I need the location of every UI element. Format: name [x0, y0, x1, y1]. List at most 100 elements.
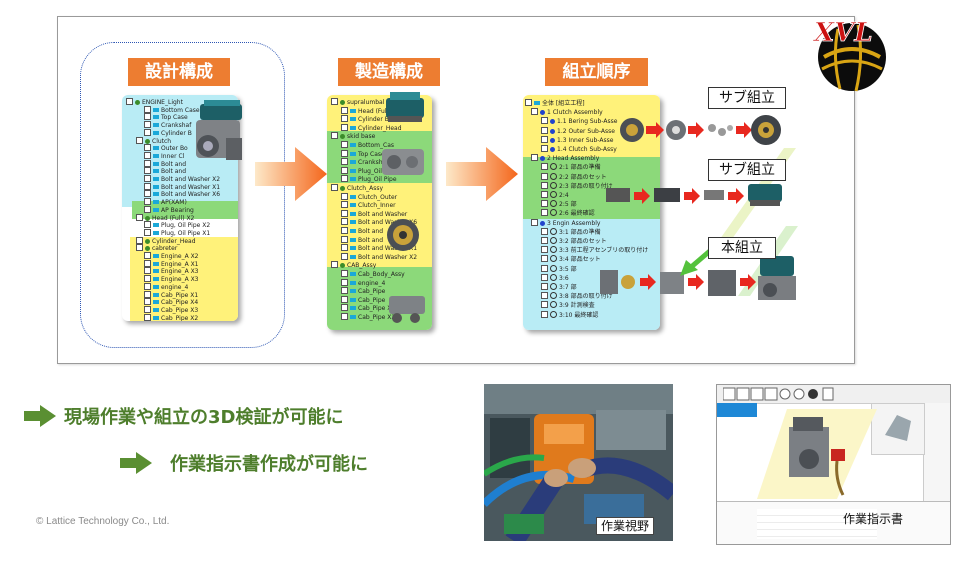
tree-item[interactable]: 3:6: [541, 273, 569, 282]
checkbox-icon[interactable]: [144, 275, 151, 283]
checkbox-icon[interactable]: [541, 292, 548, 300]
checkbox-icon[interactable]: [341, 209, 348, 217]
checkbox-icon[interactable]: [541, 145, 548, 152]
checkbox-icon[interactable]: [341, 287, 348, 295]
checkbox-icon[interactable]: [144, 252, 151, 259]
tree-item[interactable]: AP Bearing: [144, 205, 194, 214]
tree-item[interactable]: 2:2 部品のセット: [541, 172, 607, 181]
tree-item[interactable]: 1.4 Clutch Sub-Assy: [541, 145, 617, 153]
checkbox-icon[interactable]: [144, 228, 151, 236]
checkbox-icon[interactable]: [341, 313, 348, 320]
checkbox-icon[interactable]: [144, 313, 151, 321]
checkbox-icon[interactable]: [144, 105, 151, 113]
checkbox-icon[interactable]: [144, 151, 151, 159]
tree-item[interactable]: Cab_Pipe: [341, 287, 385, 295]
checkbox-icon[interactable]: [144, 175, 151, 182]
checkbox-icon[interactable]: [144, 113, 151, 121]
tree-item[interactable]: Engine_A X2: [144, 252, 199, 260]
checkbox-icon[interactable]: [541, 237, 548, 244]
tree-item[interactable]: Cab_Pipe X4: [144, 298, 198, 306]
tree-item[interactable]: Cab_Pipe X1: [144, 290, 198, 299]
tree-item[interactable]: cabreter: [136, 244, 177, 252]
checkbox-icon[interactable]: [541, 227, 548, 235]
tree-item[interactable]: Inner Cl: [144, 151, 184, 160]
tree-item[interactable]: Bolt and Washer X6: [144, 190, 220, 198]
checkbox-icon[interactable]: [341, 270, 348, 277]
tree-item[interactable]: 3:4 部品セット: [541, 255, 601, 263]
tree-item[interactable]: Bottom_Cas: [341, 141, 394, 149]
tree-item[interactable]: Bolt and: [144, 159, 186, 168]
tree-item[interactable]: Outer Bo: [144, 144, 188, 152]
checkbox-icon[interactable]: [331, 261, 338, 269]
checkbox-icon[interactable]: [531, 108, 538, 116]
checkbox-icon[interactable]: [144, 128, 151, 136]
checkbox-icon[interactable]: [541, 301, 548, 309]
tree-item[interactable]: 1.3 Inner Sub-Asse: [541, 135, 613, 144]
checkbox-icon[interactable]: [331, 184, 338, 191]
tree-item[interactable]: 全体 [組立工程]: [525, 99, 585, 107]
tree-item[interactable]: 3:2 部品のセット: [541, 237, 607, 245]
checkbox-icon[interactable]: [341, 244, 348, 252]
checkbox-icon[interactable]: [144, 198, 151, 206]
checkbox-icon[interactable]: [341, 166, 348, 174]
checkbox-icon[interactable]: [341, 106, 348, 114]
tree-item[interactable]: Plug_Oil: [341, 166, 382, 175]
checkbox-icon[interactable]: [541, 273, 548, 281]
tree-item[interactable]: 2:3 部品の取り付け: [541, 181, 613, 190]
checkbox-icon[interactable]: [341, 201, 348, 209]
checkbox-icon[interactable]: [144, 167, 151, 175]
checkbox-icon[interactable]: [144, 121, 151, 129]
checkbox-icon[interactable]: [144, 282, 151, 290]
checkbox-icon[interactable]: [541, 200, 548, 208]
checkbox-icon[interactable]: [541, 117, 548, 125]
checkbox-icon[interactable]: [144, 182, 151, 190]
checkbox-icon[interactable]: [341, 123, 348, 131]
tree-item[interactable]: Bolt and Washer X2: [341, 252, 417, 261]
checkbox-icon[interactable]: [144, 290, 151, 298]
tree-item[interactable]: Top Case: [144, 113, 188, 121]
checkbox-icon[interactable]: [541, 255, 548, 263]
tree-item[interactable]: Cab_Pipe X3: [341, 304, 395, 312]
checkbox-icon[interactable]: [541, 310, 548, 318]
tree-item[interactable]: 3:1 部品の準備: [541, 227, 601, 236]
tree-item[interactable]: 3:10 最終確認: [541, 310, 598, 319]
tree-item[interactable]: 2 Head Assembly: [531, 154, 599, 162]
tree-item[interactable]: 3:8 部品の取り付け: [541, 292, 613, 300]
tree-item[interactable]: supralumbal: [331, 98, 384, 106]
checkbox-icon[interactable]: [541, 283, 548, 290]
tree-item[interactable]: Clutch_Outer: [341, 192, 397, 201]
checkbox-icon[interactable]: [341, 149, 348, 157]
checkbox-icon[interactable]: [541, 163, 548, 171]
tree-item[interactable]: engine_4: [341, 278, 385, 287]
checkbox-icon[interactable]: [525, 99, 532, 106]
checkbox-icon[interactable]: [341, 115, 348, 123]
checkbox-icon[interactable]: [144, 267, 151, 275]
checkbox-icon[interactable]: [144, 305, 151, 313]
checkbox-icon[interactable]: [144, 190, 151, 198]
tree-item[interactable]: Clutch: [136, 136, 171, 145]
checkbox-icon[interactable]: [341, 175, 348, 183]
checkbox-icon[interactable]: [541, 191, 548, 198]
checkbox-icon[interactable]: [541, 126, 548, 134]
viewer-toolbar[interactable]: [723, 387, 843, 401]
tree-item[interactable]: Engine_A X3: [144, 275, 199, 283]
tree-item[interactable]: 2:4: [541, 191, 569, 199]
tree-item[interactable]: Cab_Pipe X2: [341, 313, 395, 321]
tree-item[interactable]: 1.2 Outer Sub-Asse: [541, 126, 615, 135]
tree-item[interactable]: Engine_A X1: [144, 259, 199, 268]
tree-item[interactable]: CAB_Assy: [331, 261, 376, 269]
checkbox-icon[interactable]: [331, 98, 338, 105]
tree-item[interactable]: Cylinder B: [144, 128, 192, 137]
tree-item[interactable]: engine_4: [144, 282, 188, 291]
checkbox-icon[interactable]: [341, 227, 348, 234]
checkbox-icon[interactable]: [144, 221, 151, 229]
tree-item[interactable]: Cylinder Bas: [341, 115, 396, 123]
checkbox-icon[interactable]: [541, 264, 548, 272]
checkbox-icon[interactable]: [541, 135, 548, 143]
checkbox-icon[interactable]: [541, 246, 548, 254]
tree-item[interactable]: Cylinder_Head: [136, 236, 196, 245]
checkbox-icon[interactable]: [341, 218, 348, 226]
tree-item[interactable]: Cab_Pipe X2: [144, 313, 198, 321]
tree-item[interactable]: 2:6 最終確認: [541, 209, 595, 217]
tree-item[interactable]: Plug, Oil Pipe X1: [144, 228, 210, 237]
